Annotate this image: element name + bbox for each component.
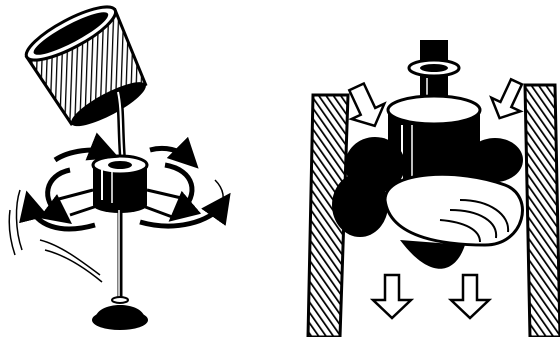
rotating-lobes-illustration	[280, 0, 560, 337]
white-lobe	[385, 174, 522, 245]
right-wall	[525, 85, 560, 337]
pouring-spinner-illustration	[0, 0, 280, 337]
liquid-stream	[118, 92, 123, 165]
stand	[92, 210, 148, 330]
spinner-hub	[93, 156, 147, 213]
rotating-lobes-figure	[280, 0, 560, 337]
pouring-spinner-figure	[0, 0, 280, 337]
cup-icon	[20, 0, 158, 137]
